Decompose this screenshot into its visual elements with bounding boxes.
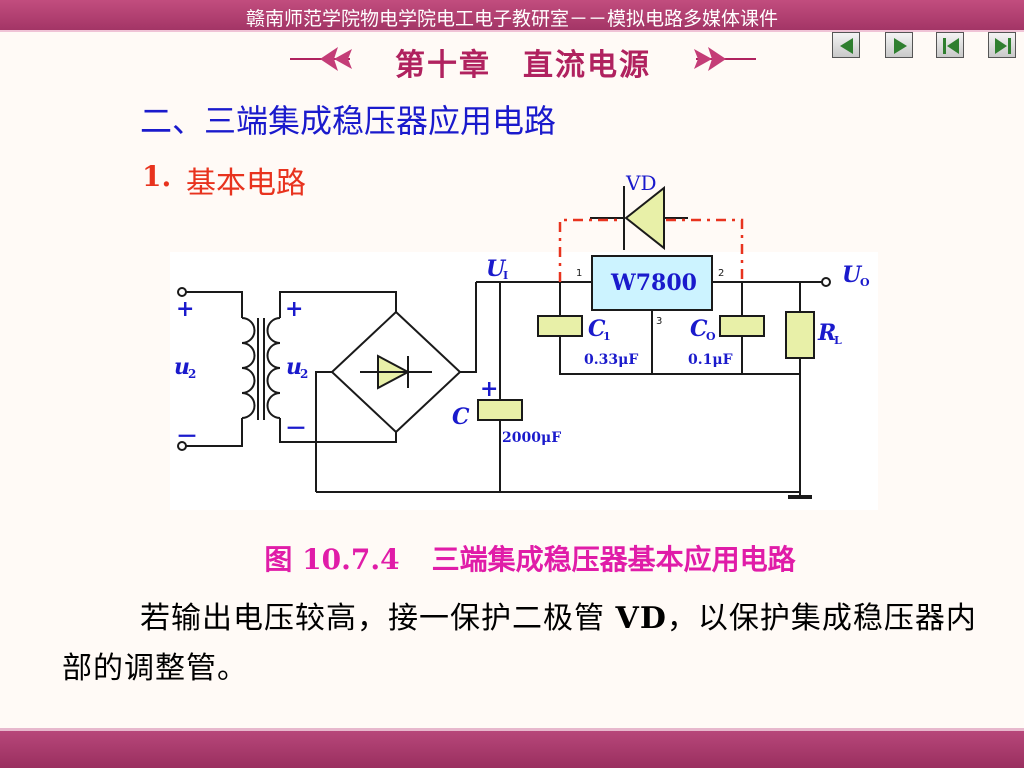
- bridge-dc-minus: [315, 371, 332, 492]
- u1-label: U: [486, 256, 507, 282]
- capacitor-c: [477, 399, 523, 421]
- bridge-rectifier: [330, 310, 462, 434]
- paragraph-text-after: ，以保护集成稳压器内部的调整管。: [62, 601, 977, 686]
- pin-2-label: 2: [718, 268, 724, 279]
- previous-button[interactable]: [832, 32, 860, 58]
- u1-sub: I: [503, 269, 508, 282]
- co-label: C: [690, 316, 708, 342]
- c-plus-label: +: [480, 376, 498, 402]
- co-value-label: 0.1μF: [688, 352, 733, 368]
- input-minus-label: －: [176, 424, 198, 450]
- vd-diode-icon: [623, 185, 665, 251]
- u2-primary-sub: 2: [188, 367, 196, 381]
- c1-value-label: 0.33μF: [584, 352, 638, 368]
- triangle-right-icon: [894, 38, 907, 54]
- subsection-number: 1.: [142, 160, 172, 193]
- u2-secondary-label: u: [286, 354, 302, 380]
- section-title: 二、三端集成稳压器应用电路: [140, 102, 557, 140]
- footer-bar: [0, 728, 1024, 768]
- bridge-dc-plus: [460, 282, 477, 373]
- circuit-background: [170, 252, 878, 510]
- c1-label: C: [588, 316, 606, 342]
- pin-1-label: 1: [576, 268, 582, 279]
- secondary-plus-label: +: [285, 296, 303, 322]
- pin-3-label: 3: [656, 316, 662, 327]
- figure-caption: 图 10.7.4 三端集成稳压器基本应用电路: [0, 538, 1024, 578]
- output-terminal: [821, 277, 831, 287]
- rl-sub: L: [834, 334, 842, 347]
- c-label: C: [452, 404, 470, 430]
- triangle-left-icon: [840, 38, 853, 54]
- secondary-minus-label: －: [285, 416, 307, 442]
- u2-secondary-sub: 2: [300, 367, 308, 381]
- last-page-button[interactable]: [988, 32, 1016, 58]
- vd-label: VD: [625, 171, 656, 195]
- ground-rail: [316, 491, 801, 496]
- co-sub: O: [706, 330, 716, 343]
- paragraph-text-before: 若输出电压较高，接一保护二极管: [140, 601, 616, 636]
- first-page-button[interactable]: [936, 32, 964, 58]
- c1-sub: 1: [603, 330, 611, 343]
- u2-primary-label: u: [174, 354, 190, 380]
- explanation-paragraph: 若输出电压较高，接一保护二极管 VD，以保护集成稳压器内部的调整管。: [62, 594, 982, 694]
- figure-number: 图 10.7.4: [264, 543, 400, 576]
- secondary-coil: [266, 317, 281, 419]
- right-ornament-icon: [694, 47, 756, 71]
- skip-first-icon: [943, 38, 959, 54]
- capacitor-c1: [537, 315, 583, 337]
- c-value-label: 2000μF: [502, 430, 561, 446]
- chapter-title: 第十章 直流电源: [395, 48, 651, 83]
- w7800-regulator: [591, 255, 713, 311]
- uo-sub: O: [860, 276, 870, 289]
- figure-caption-text: 三端集成稳压器基本应用电路: [431, 543, 796, 576]
- capacitor-co: [719, 315, 765, 337]
- next-button[interactable]: [885, 32, 913, 58]
- vd-dashed-path: [558, 218, 744, 282]
- secondary-bottom-lead: [279, 418, 397, 443]
- rl-label: R: [817, 320, 836, 346]
- bridge-diode-icon: [360, 354, 432, 390]
- input-terminal-bottom: [177, 441, 187, 451]
- paragraph-vd: VD: [615, 601, 667, 636]
- subsection-title: 基本电路: [186, 166, 306, 201]
- skip-last-icon: [995, 38, 1011, 54]
- resistor-rl: [785, 311, 815, 359]
- course-title: 赣南师范学院物电学院电工电子教研室－－模拟电路多媒体课件: [245, 8, 778, 30]
- regulator-label: W7800: [610, 270, 697, 296]
- primary-coil: [241, 317, 256, 419]
- primary-leads: [186, 291, 243, 447]
- left-ornament-icon: [290, 47, 352, 71]
- uo-label: U: [842, 262, 863, 288]
- header-bar: [0, 0, 1024, 32]
- secondary-top-lead: [279, 291, 397, 318]
- input-plus-label: +: [176, 296, 194, 322]
- input-terminal-top: [177, 287, 187, 297]
